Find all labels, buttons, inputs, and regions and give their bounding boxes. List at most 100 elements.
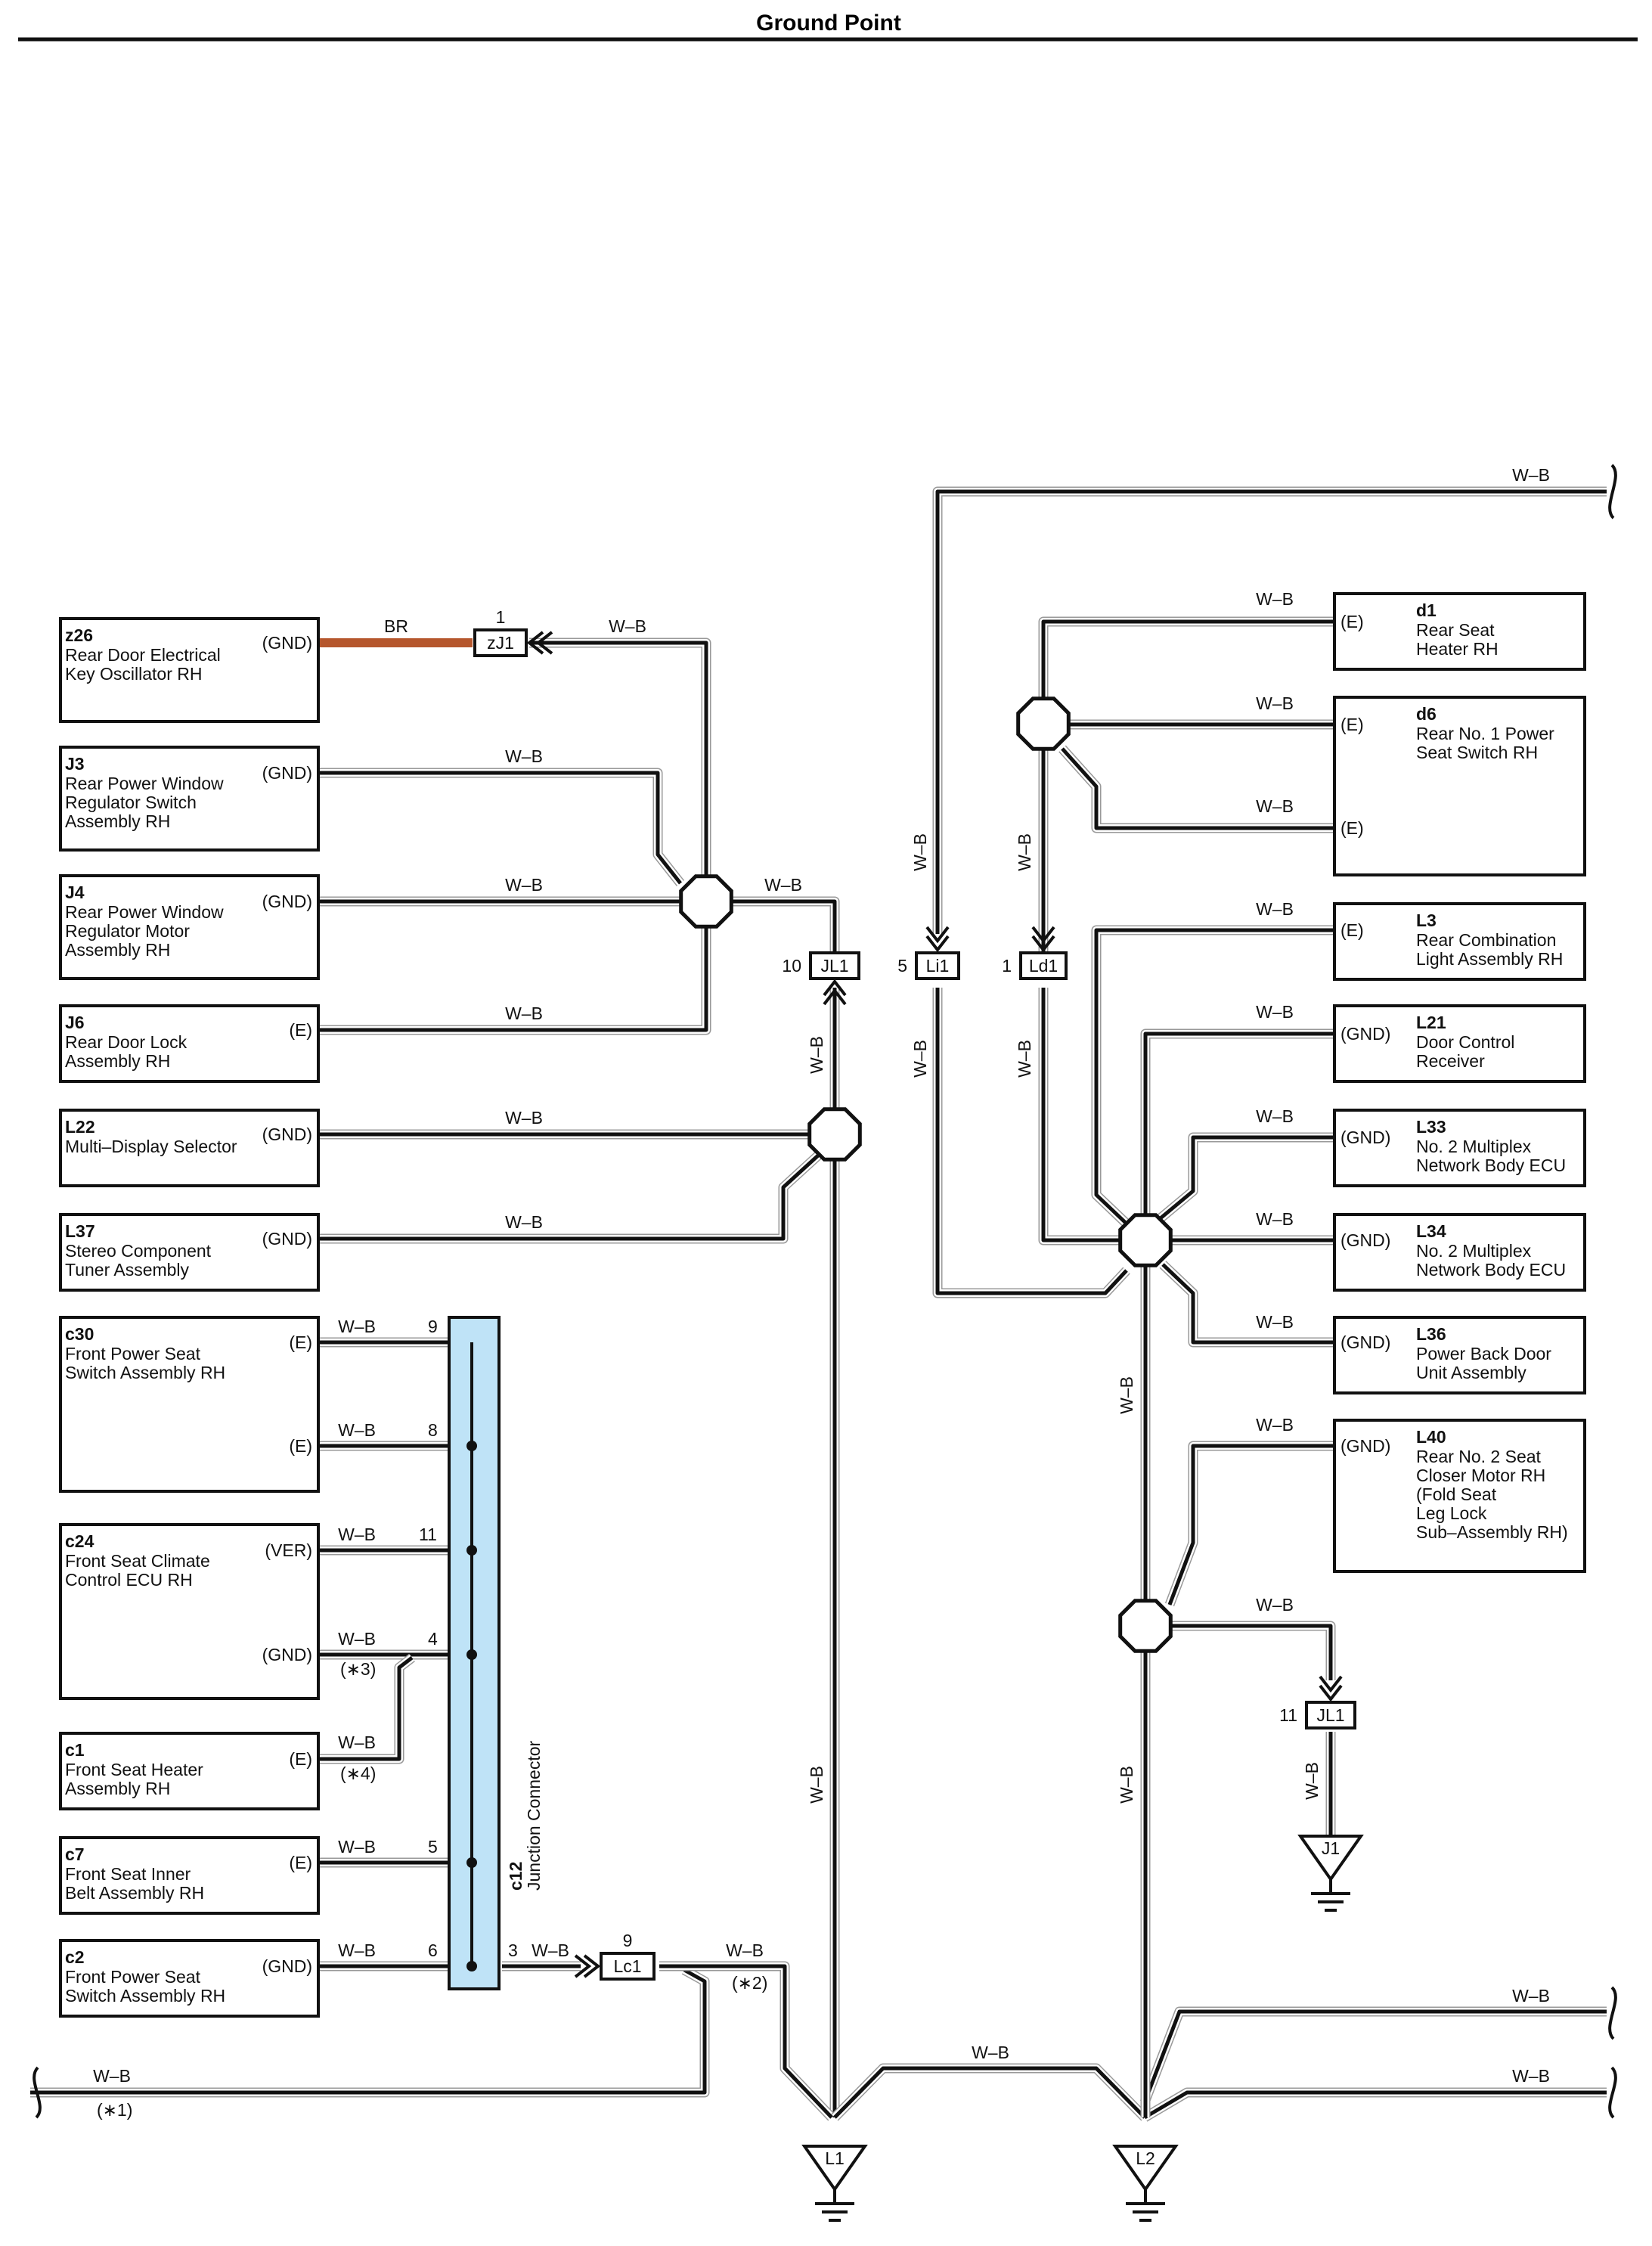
component-name-line: Door Control [1416, 1032, 1514, 1052]
wire-label: W–B [1015, 1040, 1034, 1078]
wire-label: W–B [807, 1766, 826, 1804]
wire-label: W–B [338, 1420, 376, 1440]
connector-pin: 1 [496, 607, 506, 627]
component-code: J3 [65, 754, 85, 774]
component-name-line: Rear Power Window [65, 902, 224, 922]
wire-label: W–B [1256, 899, 1294, 919]
connector-label: JL1 [1316, 1705, 1344, 1725]
component-name-line: Regulator Switch [65, 793, 197, 812]
c12-pin-6: 6 [428, 1940, 438, 1960]
component-code: L34 [1416, 1221, 1446, 1241]
connector-pin: 11 [1279, 1705, 1297, 1725]
wire-label: W–B [1256, 1209, 1294, 1229]
component-code: L40 [1416, 1427, 1446, 1447]
component-name-line: Power Back Door [1416, 1344, 1551, 1363]
terminal-label: (E) [1341, 715, 1364, 734]
connector-label: zJ1 [487, 633, 514, 653]
component-name-line: Light Assembly RH [1416, 949, 1563, 969]
terminal-label: (VER) [265, 1540, 312, 1560]
component-name-line: Network Body ECU [1416, 1156, 1566, 1175]
connector-label: Lc1 [613, 1956, 641, 1976]
wire-label: W–B [1117, 1766, 1136, 1804]
component-code: L21 [1416, 1013, 1446, 1032]
component-name-line: Front Seat Heater [65, 1760, 203, 1779]
connector-pin: 1 [1002, 956, 1012, 976]
component-name-line: Leg Lock [1416, 1503, 1487, 1523]
connector-pin: 5 [897, 956, 907, 976]
wire-label: W–B [338, 1525, 376, 1544]
component-name-line: No. 2 Multiplex [1416, 1137, 1532, 1156]
wire-label: W–B [1256, 1106, 1294, 1126]
connector-pin: 9 [623, 1931, 633, 1950]
ground-L1-label: L1 [825, 2148, 845, 2168]
component-name-line: Front Power Seat [65, 1967, 201, 1987]
ground-J1: J1 [1297, 1835, 1364, 1912]
wire-label: W–B [1256, 1415, 1294, 1435]
terminal-label: (GND) [1341, 1436, 1390, 1456]
c12-code: c12 [506, 1862, 525, 1891]
wire-label: W–B [1256, 796, 1294, 816]
wire-label: W–B [505, 746, 543, 766]
component-name-line: Belt Assembly RH [65, 1883, 204, 1903]
terminal-label: (E) [1341, 818, 1364, 838]
component-name-line: Rear Door Lock [65, 1032, 188, 1052]
component-code: z26 [65, 625, 93, 645]
component-name-line: Receiver [1416, 1051, 1485, 1071]
wire-label: W–B [1015, 833, 1034, 871]
wire-label: W–B [910, 1040, 930, 1078]
component-code: J4 [65, 883, 85, 902]
component-name-line: Assembly RH [65, 1779, 170, 1798]
connector-ld1: Ld1 1 [1002, 926, 1068, 980]
wire-label: W–B [338, 1733, 376, 1752]
component-name-line: No. 2 Multiplex [1416, 1241, 1532, 1261]
c12-pin-8: 8 [428, 1420, 438, 1440]
component-name-line: Heater RH [1416, 639, 1499, 659]
wire-label: W–B [1256, 1312, 1294, 1332]
component-name-line: Front Seat Climate [65, 1551, 210, 1571]
terminal-label: (E) [289, 1020, 312, 1040]
c12-pin-9: 9 [428, 1317, 438, 1336]
component-name-line: Rear Power Window [65, 774, 224, 793]
wire-label: W–B [910, 833, 930, 871]
wire-label: BR [384, 616, 408, 636]
c12-dots [466, 1441, 477, 1971]
component-name-line: Stereo Component [65, 1241, 212, 1261]
terminal-label: (GND) [262, 633, 312, 653]
ground-L2: L2 [1112, 2145, 1179, 2222]
terminal-label: (GND) [262, 892, 312, 911]
component-name-line: Rear No. 1 Power [1416, 724, 1554, 743]
component-code: c30 [65, 1324, 94, 1344]
terminal-label: (GND) [262, 1956, 312, 1976]
wire-label: W–B [1512, 465, 1550, 485]
wire-label: W–B [1117, 1376, 1136, 1414]
terminal-label: (E) [1341, 612, 1364, 631]
component-name-line: Front Seat Inner [65, 1864, 191, 1884]
component-name-line: Sub–Assembly RH) [1416, 1522, 1568, 1542]
splice-octagon-right-middle [1118, 1213, 1173, 1267]
component-name-line: (Fold Seat [1416, 1484, 1497, 1504]
c12-pin-4: 4 [428, 1629, 438, 1649]
terminal-label: (GND) [262, 1229, 312, 1249]
component-name-line: Rear No. 2 Seat [1416, 1447, 1542, 1466]
connector-label: Ld1 [1029, 956, 1058, 976]
component-name-line: Assembly RH [65, 940, 170, 960]
component-name-line: Switch Assembly RH [65, 1986, 225, 2006]
terminal-label: (GND) [262, 1645, 312, 1664]
component-name-line: Control ECU RH [65, 1570, 193, 1590]
component-code: c1 [65, 1740, 85, 1760]
component-name-line: Assembly RH [65, 811, 170, 831]
component-name-line: Seat Switch RH [1416, 743, 1538, 762]
component-name-line: Rear Combination [1416, 930, 1556, 950]
terminal-label: (GND) [1341, 1230, 1390, 1250]
